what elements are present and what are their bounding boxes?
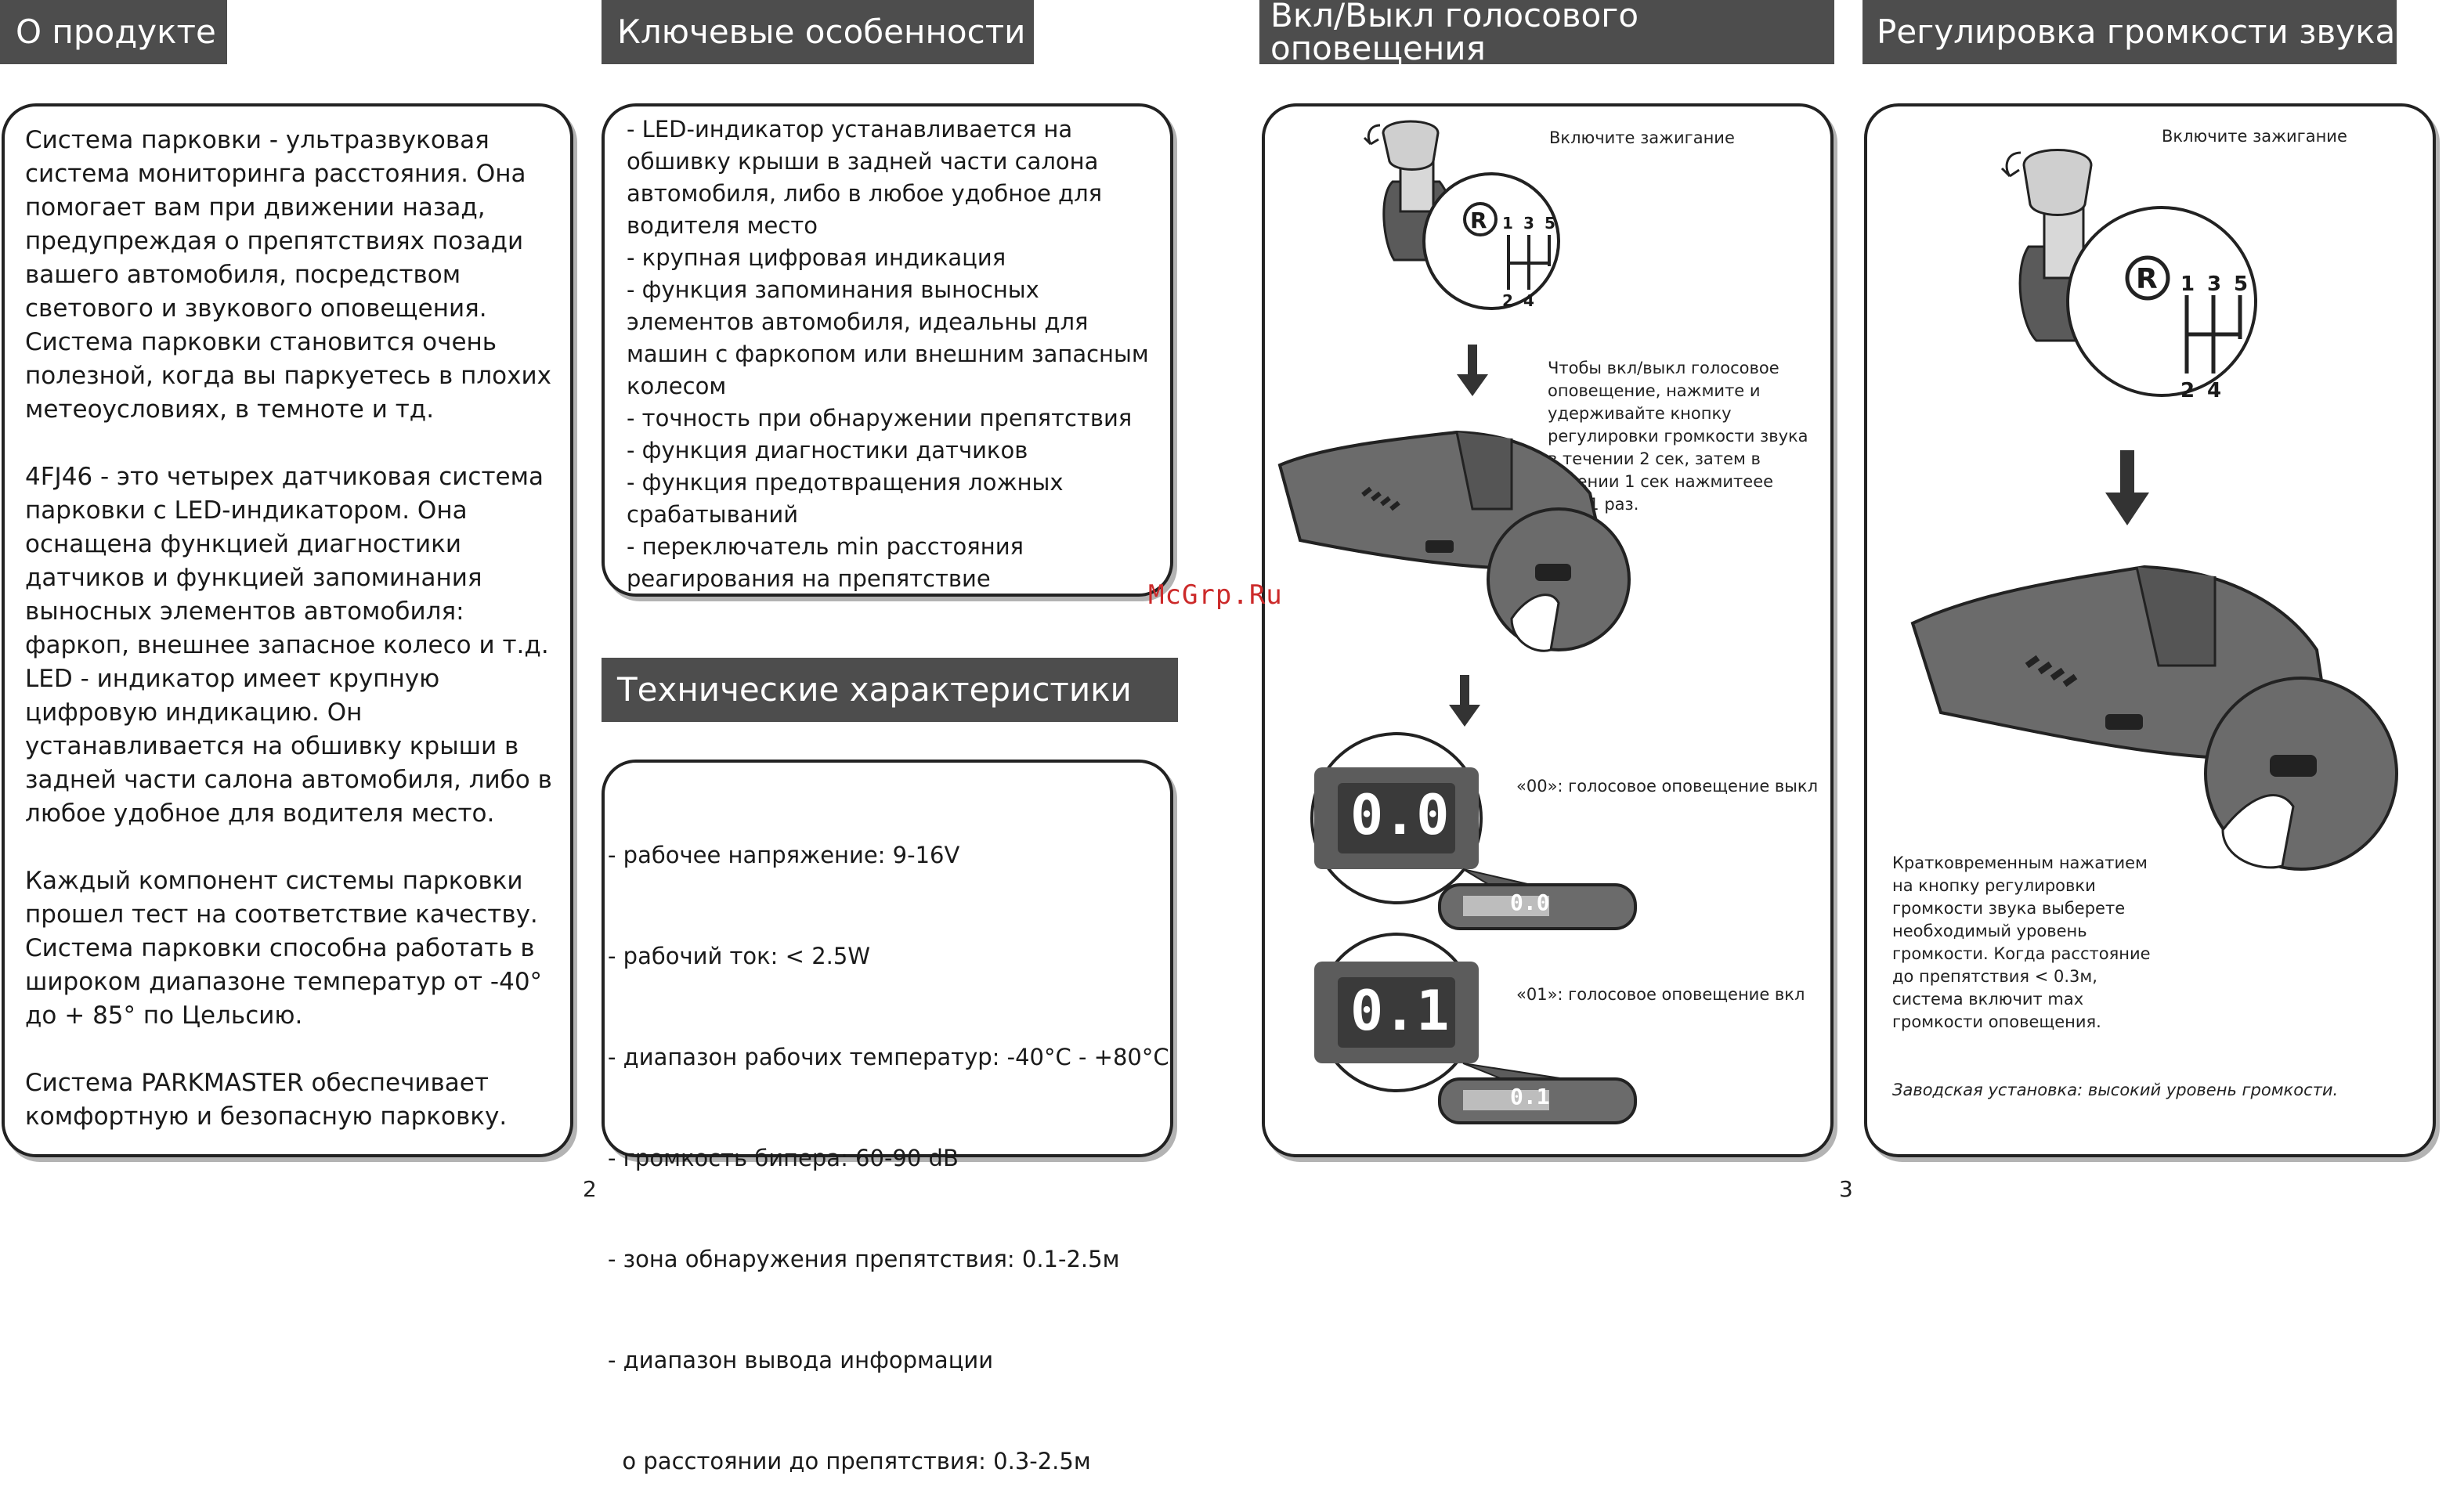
voice-on-caption: «01»: голосовое оповещение вкл [1516,985,1805,1004]
about-text: Система парковки - ультразвуковая систем… [25,124,558,1134]
spec-item: - диапазон рабочих температур: -40°C - +… [608,1044,1169,1070]
down-arrow-icon [2105,450,2149,525]
header-voice: Вкл/Выкл голосового оповещения [1259,0,1834,67]
led-indicator-illustration [1277,430,1631,652]
voice-ignition-text: Включите зажигание [1549,128,1735,147]
feature-item: - точность при обнаружении препятствия [627,405,1133,431]
header-volume: Регулировка громкости звука [1863,0,2397,64]
gear-label-5: 5 [2234,272,2249,296]
header-about: О продукте [0,0,227,64]
down-arrow-icon [1457,345,1488,396]
spec-item: - зона обнаружения препятствия: 0.1-2.5м [608,1246,1120,1272]
gear-shifter-illustration [2000,149,2257,397]
header-features-title: Ключевые особенности [617,13,1026,51]
gear-shifter-illustration [1363,120,1560,310]
gear-label-4: 4 [2207,379,2222,402]
feature-item: - функция диагностики датчиков [627,437,1028,464]
panel-specs [602,760,1173,1157]
spec-item: - рабочее напряжение: 9-16V [608,842,960,868]
feature-item: - крупная цифровая индикация [627,244,1006,271]
gear-label-r: R [1470,207,1487,233]
display-off-large: 0.0 [1350,783,1450,847]
watermark: McGrp.Ru [1148,579,1283,611]
gear-label-2: 2 [1502,291,1513,310]
gear-label-4: 4 [1523,291,1534,310]
gear-label-5: 5 [1545,214,1555,233]
page-number-right: 3 [1839,1176,1853,1202]
down-arrow-icon [1449,675,1480,727]
volume-factory-note: Заводская установка: высокий уровень гро… [1892,1081,2339,1099]
feature-item: - LED-индикатор устанавливается на обшив… [627,116,1103,239]
display-on-illustration [1314,933,1637,1124]
page-number-left: 2 [583,1176,597,1202]
panel-features [602,103,1173,597]
feature-item: - функция запоминания выносных элементов… [627,276,1149,399]
voice-off-caption: «00»: голосовое оповещение выкл [1516,777,1818,796]
gear-label-1: 1 [2180,272,2195,296]
about-paragraph: Каждый компонент системы парковки прошел… [25,867,543,1030]
spec-item: - диапазон вывода информации [608,1347,994,1373]
gear-label-2: 2 [2180,379,2195,402]
header-about-title: О продукте [16,13,216,51]
header-volume-title: Регулировка громкости звука [1877,13,2396,51]
about-paragraph: Система PARKMASTER обеспечивает комфортн… [25,1069,508,1131]
header-specs-title: Технические характеристики [617,670,1132,709]
display-off-illustration [1310,732,1637,930]
about-paragraph: 4FJ46 - это четырех датчиковая система п… [25,463,552,828]
led-indicator-illustration [1910,565,2398,871]
specs-list: - рабочее напряжение: 9-16V - рабочий то… [608,771,1169,1512]
spec-item: - рабочий ток: < 2.5W [608,943,870,969]
header-specs: Технические характеристики [602,658,1178,722]
spec-item: о расстоянии до препятствия: 0.3-2.5м [608,1448,1091,1474]
display-on-small: 0.1 [1510,1084,1550,1110]
display-on-large: 0.1 [1350,979,1450,1043]
features-list: - LED-индикатор устанавливается на обшив… [627,114,1159,595]
volume-instruction-text: Кратковременным нажатием на кнопку регул… [1892,853,2151,1031]
spec-item: - громкость бипера: 60-90 dB [608,1145,959,1171]
volume-ignition-text: Включите зажигание [2162,127,2347,146]
display-off-small: 0.0 [1510,890,1550,915]
gear-label-r: R [2136,263,2158,295]
feature-item: - функция предотвращения ложных срабатыв… [627,469,1064,528]
panel-about [2,103,573,1157]
gear-label-3: 3 [1523,214,1534,233]
header-voice-title: Вкл/Выкл голосового оповещения [1270,0,1639,67]
gear-label-3: 3 [2207,272,2222,296]
feature-item: - переключатель min расстояния реагирова… [627,533,1024,592]
header-features: Ключевые особенности [602,0,1034,64]
gear-label-1: 1 [1502,214,1513,233]
about-paragraph: Система парковки - ультразвуковая систем… [25,126,551,424]
